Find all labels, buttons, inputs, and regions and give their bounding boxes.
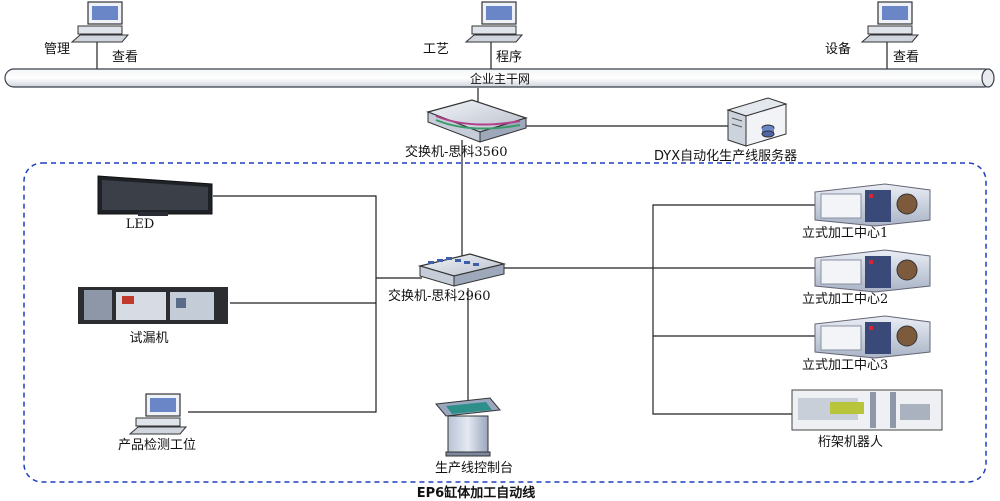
backbone-bus (4, 68, 995, 88)
access-switch-label: 交换机-思科2960 (388, 289, 491, 304)
computer-icon (464, 1, 524, 43)
machining-center-icon (814, 183, 931, 227)
terminal-3-left-label: 设备 (825, 42, 852, 57)
led-display-icon (97, 175, 213, 216)
terminal-1-right-label: 查看 (112, 50, 139, 65)
computer-icon (70, 1, 130, 43)
terminal-1-left-label: 管理 (44, 42, 71, 57)
computer-icon (860, 1, 920, 43)
core-switch-label: 交换机-思科3560 (405, 145, 508, 160)
led-label: LED (125, 217, 155, 232)
terminal-2-left-label: 工艺 (423, 42, 450, 57)
machining-center-icon (814, 249, 931, 293)
production-line-zone (23, 162, 987, 483)
zone-label: EP6缸体加工自动线 (416, 486, 536, 501)
computer-icon (128, 393, 188, 435)
machining-center-icon (814, 315, 931, 359)
terminal-2-right-label: 程序 (496, 50, 523, 65)
server-label: DYX自动化生产线服务器 (654, 149, 798, 164)
machining-center-3-label: 立式加工中心3 (802, 358, 889, 373)
machining-center-2-label: 立式加工中心2 (802, 292, 889, 307)
terminal-3-right-label: 查看 (893, 50, 920, 65)
server-icon (726, 97, 788, 147)
gantry-robot-icon (791, 389, 943, 431)
gantry-robot-label: 桁架机器人 (818, 435, 884, 450)
connection-lines (96, 40, 888, 415)
kiosk-console-icon (435, 397, 501, 457)
leak-tester-label: 试漏机 (129, 331, 169, 346)
backbone-label: 企业主干网 (469, 72, 531, 86)
leak-tester-icon (78, 287, 228, 324)
inspection-station-label: 产品检测工位 (117, 438, 197, 453)
network-switch-icon (417, 253, 507, 287)
network-switch-icon (426, 99, 528, 143)
control-console-label: 生产线控制台 (434, 461, 514, 476)
machining-center-1-label: 立式加工中心1 (802, 226, 889, 241)
